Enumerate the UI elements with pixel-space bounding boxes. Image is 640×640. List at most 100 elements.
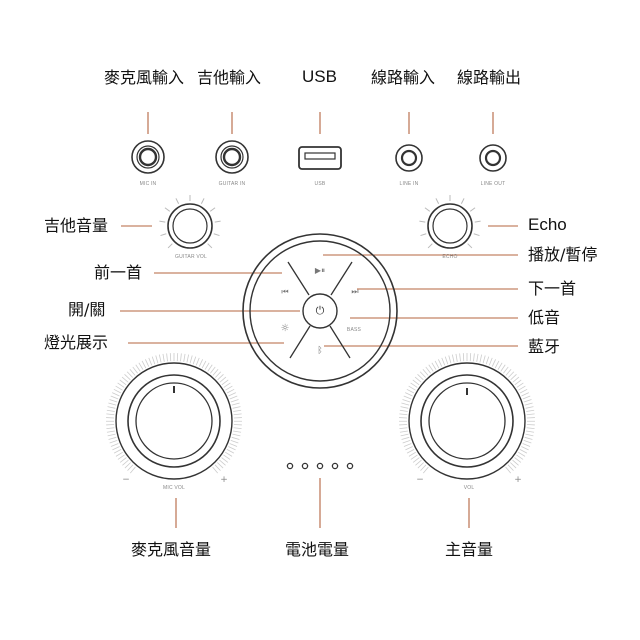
main-vol-tick: [399, 413, 408, 416]
mic-vol-tick: [228, 392, 236, 397]
main-vol-tick: [402, 440, 411, 444]
label-echo: Echo: [528, 215, 567, 234]
mic-vol-tick: [135, 364, 141, 372]
line-in-jack: [395, 144, 423, 172]
mic-vol-tick: [186, 354, 190, 363]
mic-vol-tick: [113, 449, 122, 454]
label-mic-in: 麥克風輸入: [104, 68, 185, 87]
light-show-button[interactable]: ☼: [281, 324, 290, 334]
main-vol-tick: [406, 449, 415, 454]
main-vol-tick: [519, 388, 528, 394]
echo-tick: [420, 233, 427, 237]
main-vol-tick: [505, 466, 512, 474]
main-vol-tick: [514, 379, 522, 386]
mic-vol-tick: [162, 353, 165, 362]
main-vol-tick: [485, 356, 490, 365]
mic-vol-tick: [223, 382, 231, 388]
guitar-vol-tick: [167, 243, 173, 249]
mic-vol-tick: [115, 385, 123, 391]
main-vol-tick: [526, 427, 535, 430]
mic-vol-tick: [223, 454, 231, 460]
power-icon: ⏻: [315, 304, 325, 317]
main-vol-tick: [473, 353, 475, 362]
mic-vol-tick: [166, 353, 168, 362]
mic-vol-tick: [215, 371, 222, 378]
main-vol-tick: [401, 436, 410, 440]
mic-vol-tick: [228, 446, 236, 451]
mic-vol-tick: [109, 440, 118, 444]
mic-vol-minus: −: [122, 475, 130, 485]
main-vol-tick: [524, 436, 533, 440]
mic-vol-tick: [141, 360, 147, 369]
mic-vol-tick: [226, 388, 235, 394]
mic-vol-tick: [117, 454, 125, 460]
main-vol-tick: [525, 406, 534, 409]
play-pause-button[interactable]: ▶⏸: [315, 267, 325, 275]
guitar-vol-tick: [200, 198, 205, 204]
play-pause-icon: ▶⏸: [314, 266, 326, 275]
mic-vol-tick: [112, 446, 120, 451]
bluetooth-button[interactable]: ᛒ: [317, 347, 322, 356]
mic-vol-tick: [232, 433, 241, 437]
main-vol-tick: [514, 457, 522, 463]
echo-tick: [467, 243, 473, 249]
main-vol-tick: [403, 395, 412, 400]
mic-vol-tick: [145, 359, 150, 367]
mic-vol-tick: [108, 402, 117, 406]
label-power: 開/關: [68, 300, 106, 319]
main-vol-tick: [399, 430, 408, 433]
guitar-vol-tick: [175, 198, 180, 204]
main-vol-tick: [524, 402, 533, 406]
mic-vol-tick: [221, 379, 229, 386]
main-vol-tick: [522, 443, 531, 447]
next-button[interactable]: ⏭: [351, 288, 358, 296]
mic-vol-tick: [214, 464, 221, 471]
mic-vol-tick: [210, 366, 216, 374]
mic-vol-tick: [106, 409, 115, 412]
mic-vol-tick: [109, 399, 118, 403]
main-vol-tick: [526, 413, 535, 416]
power-button[interactable]: ⏻: [315, 304, 325, 317]
label-usb: USB: [302, 67, 337, 86]
main-vol-tick: [479, 354, 483, 363]
main-vol-tick: [410, 454, 418, 460]
echo-tick: [424, 207, 431, 212]
main-vol-tick: [444, 356, 449, 365]
battery-led: [331, 462, 339, 470]
main-vol-tick: [518, 451, 526, 457]
main-vol-tick: [399, 427, 408, 430]
main-vol-tick: [519, 449, 528, 454]
mic-vol-knob: [105, 353, 243, 480]
mic-vol-tick: [233, 413, 242, 416]
guitar-vol-tick: [159, 220, 166, 223]
mic-vol-tick: [158, 354, 162, 363]
mic-vol-tick: [151, 356, 156, 365]
label-battery: 電池電量: [285, 540, 350, 559]
main-vol-tick: [406, 388, 415, 394]
label-guitar-vol: 吉他音量: [44, 216, 109, 235]
mic-vol-tick: [117, 382, 125, 388]
mic-vol-tick: [106, 413, 115, 416]
main-vol-tick: [508, 371, 515, 378]
mic-vol-tick: [113, 388, 122, 394]
label-prev: 前一首: [94, 263, 143, 282]
main-vol-tick: [441, 357, 446, 366]
label-mic-vol: 麥克風音量: [131, 540, 212, 559]
label-next: 下一首: [528, 279, 577, 298]
control-pad: [242, 233, 398, 389]
panel-text-mic-in: MIC IN: [139, 181, 157, 187]
mic-vol-tick: [232, 406, 241, 409]
main-vol-minus: −: [416, 475, 424, 485]
main-vol-tick: [399, 409, 408, 412]
main-vol-tick: [510, 462, 517, 469]
main-vol-tick: [400, 406, 409, 409]
battery-led: [346, 462, 354, 470]
mic-vol-tick: [121, 376, 129, 383]
mic-vol-tick: [112, 392, 120, 397]
main-vol-tick: [459, 353, 461, 362]
main-vol-tick: [428, 364, 434, 372]
main-vol-tick: [488, 357, 493, 366]
prev-button[interactable]: ⏮: [281, 288, 288, 296]
panel-text-guitar-in: GUITAR IN: [218, 181, 246, 187]
mic-vol-tick: [126, 371, 133, 378]
